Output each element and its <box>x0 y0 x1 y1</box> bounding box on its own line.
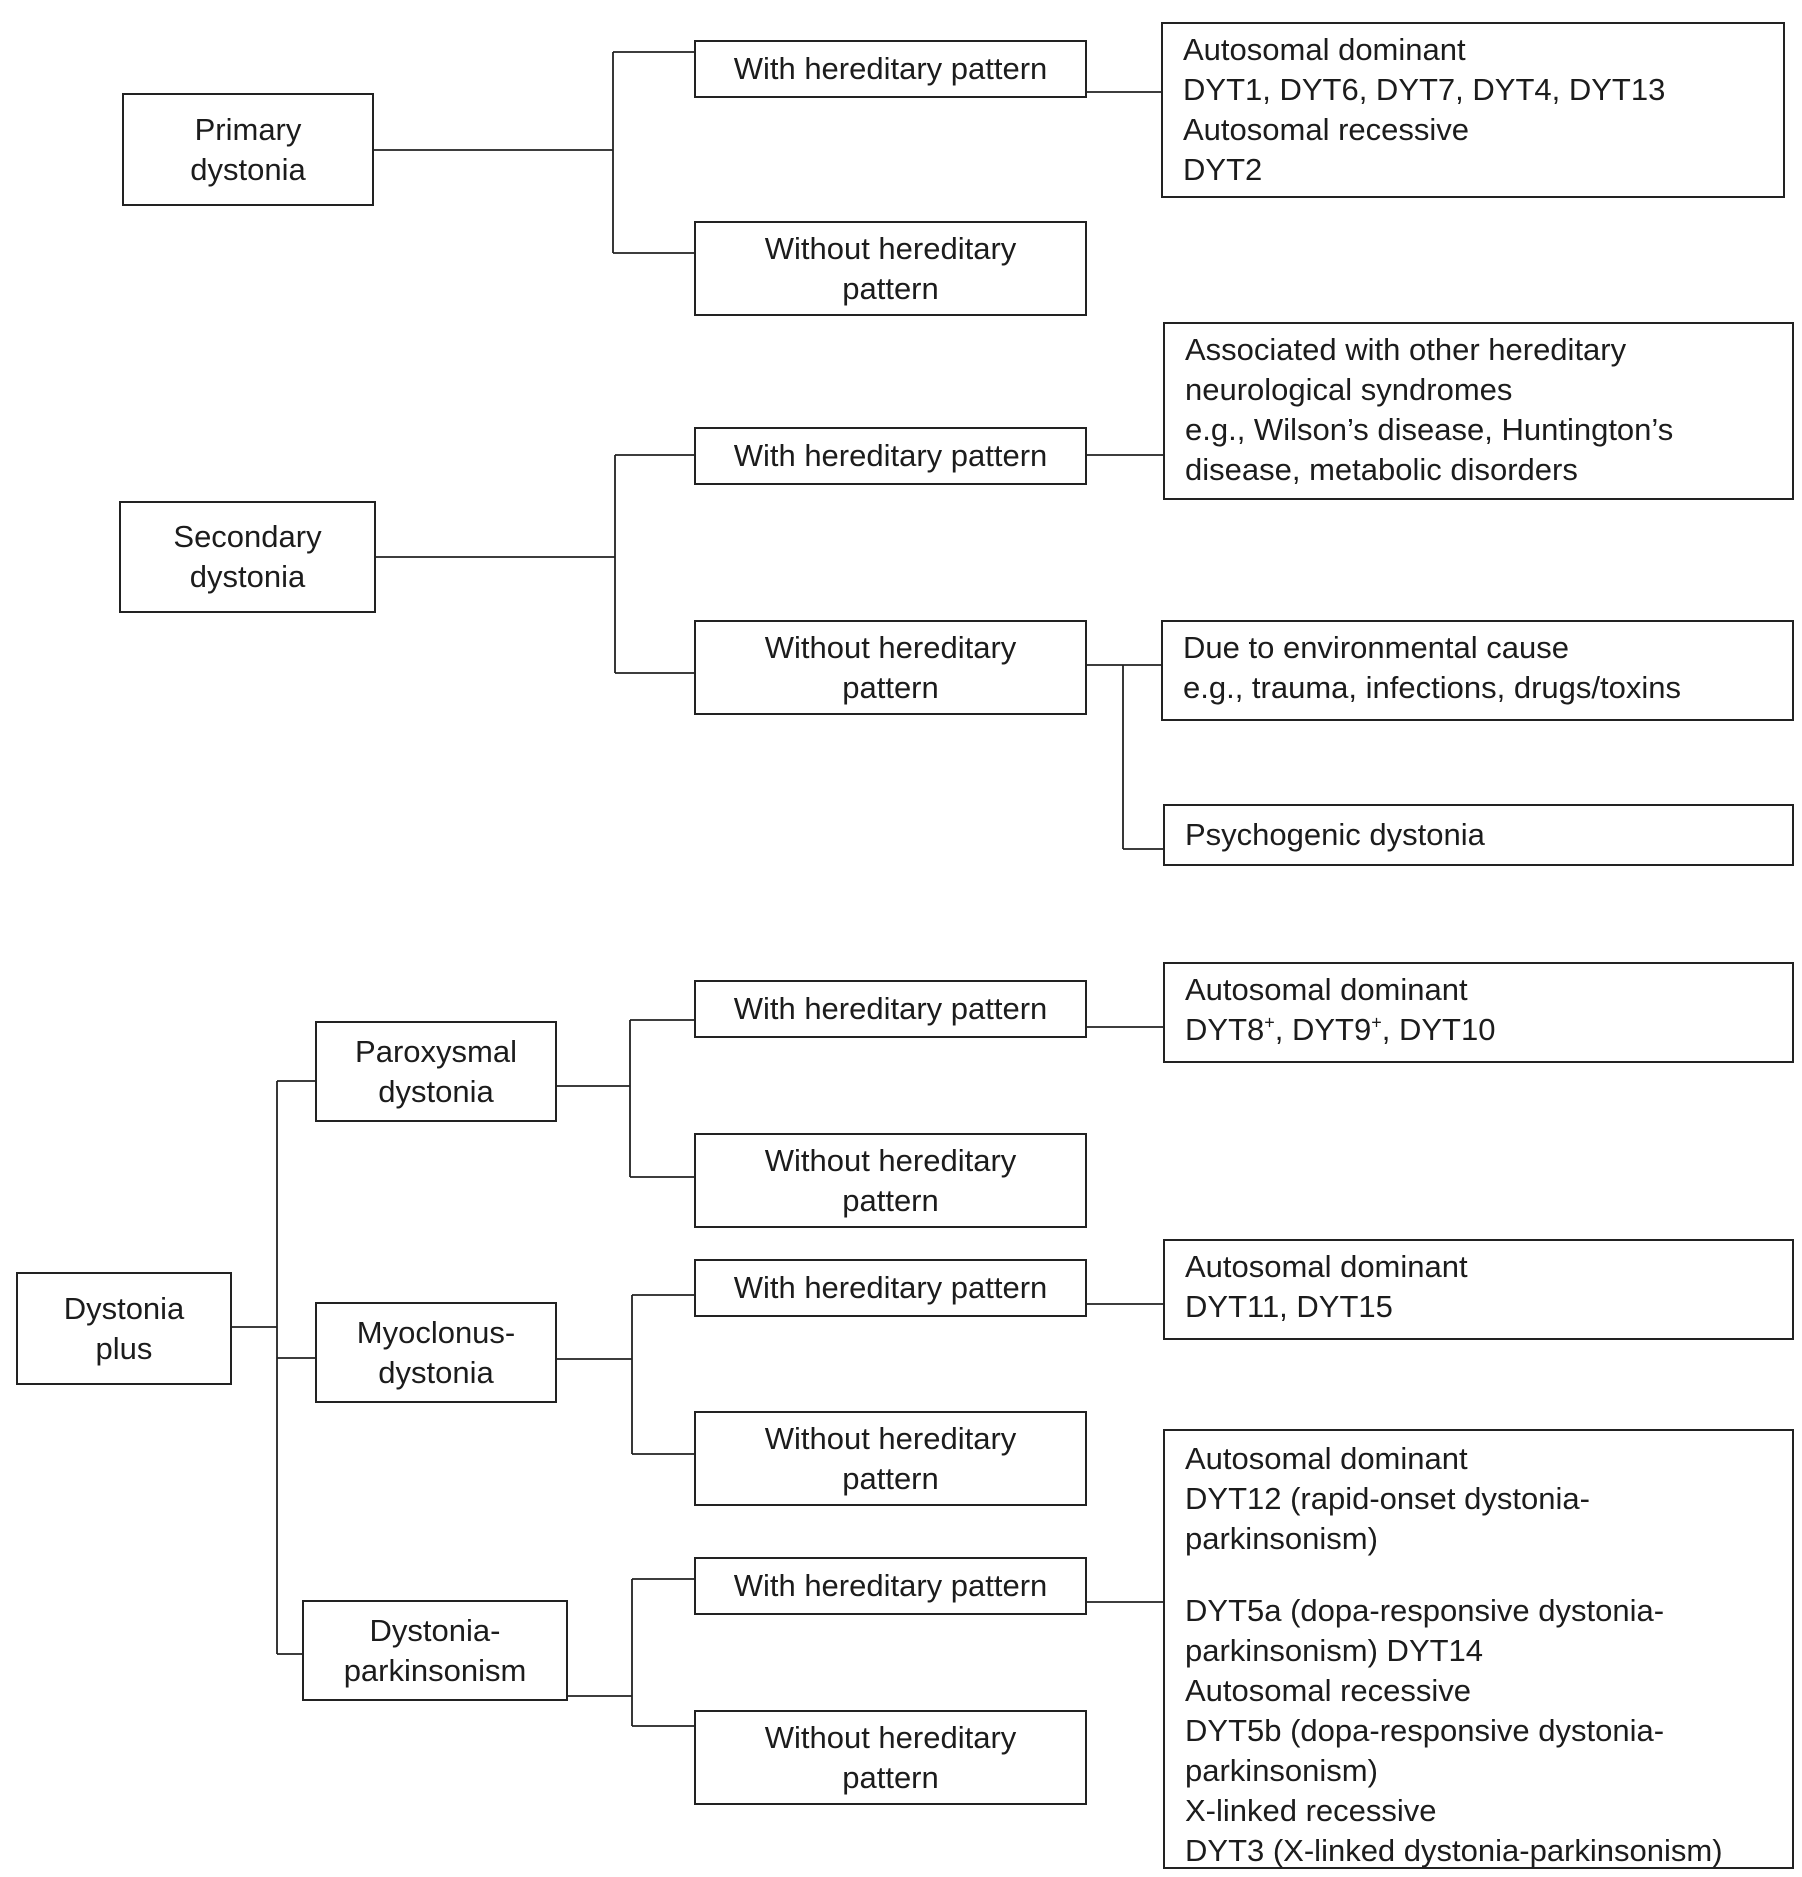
detail-line: e.g., trauma, infections, drugs/toxins <box>1183 670 1681 705</box>
primary-dystonia-node: Primary dystonia <box>122 93 374 206</box>
detail-line: e.g., Wilson’s disease, Huntington’s <box>1185 412 1674 447</box>
detail-line: DYT5a (dopa-responsive dystonia- <box>1185 1593 1665 1628</box>
secondary-dystonia-node: Secondary dystonia <box>119 501 376 613</box>
parkinsonism-without-hereditary-node: Without hereditary pattern <box>694 1710 1087 1805</box>
myoclonus-hereditary-details: Autosomal dominant DYT11, DYT15 <box>1163 1239 1794 1340</box>
environmental-cause-node: Due to environmental cause e.g., trauma,… <box>1161 620 1794 721</box>
parkinsonism-with-hereditary-node: With hereditary pattern <box>694 1557 1087 1615</box>
detail-line: Autosomal recessive <box>1185 1673 1472 1708</box>
detail-line: Due to environmental cause <box>1183 630 1570 665</box>
primary-with-hereditary-node: With hereditary pattern <box>694 40 1087 98</box>
psychogenic-dystonia-node: Psychogenic dystonia <box>1163 804 1794 866</box>
primary-hereditary-details: Autosomal dominant DYT1, DYT6, DYT7, DYT… <box>1161 22 1785 198</box>
myoclonus-without-hereditary-node: Without hereditary pattern <box>694 1411 1087 1506</box>
detail-line: disease, metabolic disorders <box>1185 452 1578 487</box>
myoclonus-dystonia-node: Myoclonus- dystonia <box>315 1302 557 1403</box>
detail-line: DYT3 (X-linked dystonia-parkinsonism) <box>1185 1833 1723 1868</box>
detail-line: DYT1, DYT6, DYT7, DYT4, DYT13 <box>1183 72 1666 107</box>
myoclonus-with-hereditary-node: With hereditary pattern <box>694 1259 1087 1317</box>
superscript-plus: + <box>1264 1012 1275 1033</box>
detail-line: Autosomal dominant <box>1185 1441 1468 1476</box>
spacer <box>1185 1559 1772 1591</box>
detail-line: DYT8+, DYT9+, DYT10 <box>1185 1010 1772 1050</box>
detail-line: Psychogenic dystonia <box>1185 817 1485 852</box>
detail-line: Autosomal recessive <box>1183 112 1470 147</box>
detail-line: DYT12 (rapid-onset dystonia- <box>1185 1481 1590 1516</box>
detail-line: parkinsonism) <box>1185 1521 1378 1556</box>
secondary-with-hereditary-node: With hereditary pattern <box>694 427 1087 485</box>
dyt8-label: DYT8 <box>1185 1012 1265 1047</box>
detail-line: neurological syndromes <box>1185 372 1513 407</box>
paroxysmal-with-hereditary-node: With hereditary pattern <box>694 980 1087 1038</box>
detail-line: Associated with other hereditary <box>1185 332 1627 367</box>
dystonia-plus-node: Dystonia plus <box>16 1272 232 1385</box>
detail-line: Autosomal dominant <box>1185 1249 1468 1284</box>
detail-line: X-linked recessive <box>1185 1793 1437 1828</box>
dystonia-parkinsonism-node: Dystonia- parkinsonism <box>302 1600 568 1701</box>
detail-line: DYT5b (dopa-responsive dystonia- <box>1185 1713 1665 1748</box>
secondary-hereditary-details: Associated with other hereditary neurolo… <box>1163 322 1794 500</box>
superscript-plus: + <box>1371 1012 1382 1033</box>
parkinsonism-hereditary-details: Autosomal dominant DYT12 (rapid-onset dy… <box>1163 1429 1794 1869</box>
secondary-without-hereditary-node: Without hereditary pattern <box>694 620 1087 715</box>
detail-line: Autosomal dominant <box>1185 972 1468 1007</box>
paroxysmal-dystonia-node: Paroxysmal dystonia <box>315 1021 557 1122</box>
detail-line: parkinsonism) <box>1185 1753 1378 1788</box>
primary-without-hereditary-node: Without hereditary pattern <box>694 221 1087 316</box>
detail-line: DYT11, DYT15 <box>1185 1289 1393 1324</box>
detail-line: parkinsonism) DYT14 <box>1185 1633 1484 1668</box>
dyt10-label: , DYT10 <box>1381 1012 1496 1047</box>
paroxysmal-without-hereditary-node: Without hereditary pattern <box>694 1133 1087 1228</box>
detail-line: DYT2 <box>1183 152 1263 187</box>
paroxysmal-hereditary-details: Autosomal dominant DYT8+, DYT9+, DYT10 <box>1163 962 1794 1063</box>
dyt9-label: , DYT9 <box>1274 1012 1372 1047</box>
detail-line: Autosomal dominant <box>1183 32 1466 67</box>
